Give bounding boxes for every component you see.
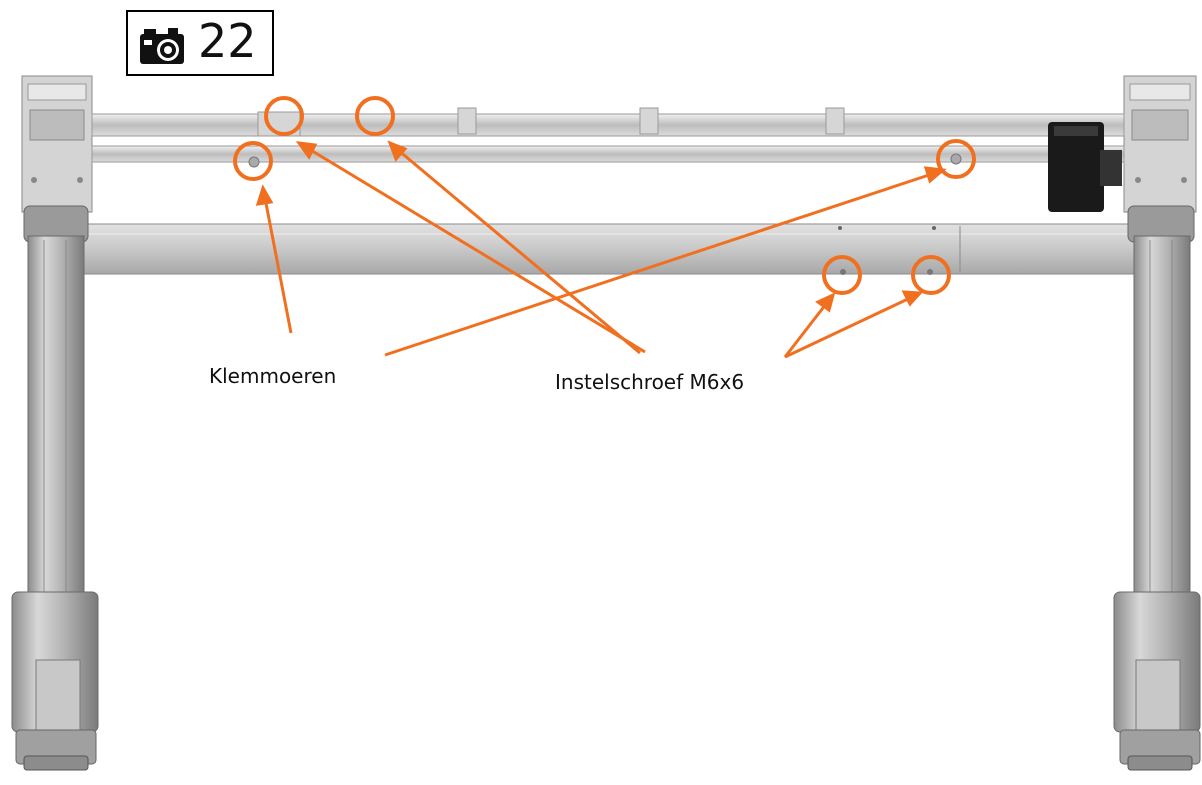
arrow-set-screw-2 <box>397 148 641 355</box>
top-rails <box>91 107 1125 168</box>
motor-unit <box>1048 122 1122 212</box>
step-indicator: 22 <box>126 10 274 76</box>
callout-circle-clamp-nut-left <box>233 141 273 181</box>
right-leg <box>1113 205 1201 771</box>
callout-circle-set-screw-4 <box>911 255 951 295</box>
callout-arrows <box>255 140 947 359</box>
arrow-set-screw-1 <box>308 147 646 354</box>
left-top-bracket <box>21 75 93 213</box>
cross-beam <box>81 223 1139 275</box>
label-set-screw: Instelschroef M6x6 <box>555 370 745 394</box>
arrow-clamp-nut-right <box>384 172 933 357</box>
arrow-set-screw-3 <box>783 303 828 358</box>
callout-circles <box>233 96 976 295</box>
callout-circle-set-screw-2 <box>355 96 395 136</box>
callout-circle-set-screw-1 <box>264 96 304 136</box>
label-clamp-nuts: Klemmoeren <box>209 364 337 388</box>
callout-circle-clamp-nut-right <box>936 139 976 179</box>
arrow-set-screw-4 <box>784 296 911 359</box>
arrow-clamp-nut-left <box>263 197 293 334</box>
right-top-bracket <box>1123 75 1197 213</box>
step-number: 22 <box>198 14 257 68</box>
callout-circle-set-screw-3 <box>822 255 862 295</box>
camera-icon <box>140 28 184 64</box>
left-leg <box>11 205 99 771</box>
